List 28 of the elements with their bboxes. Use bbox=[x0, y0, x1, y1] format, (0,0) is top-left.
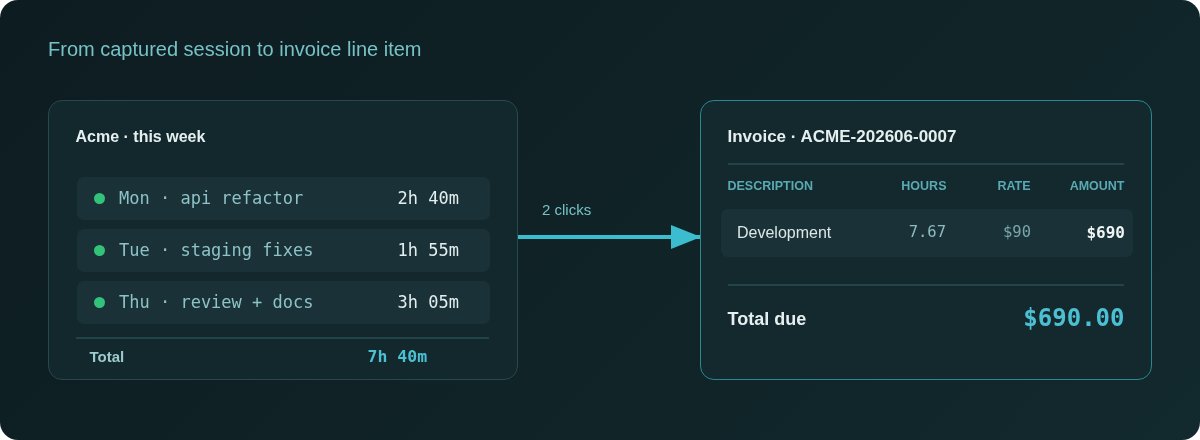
column-header: RATE bbox=[997, 178, 1031, 195]
arrow bbox=[518, 225, 701, 249]
time-entry-row bbox=[77, 229, 490, 272]
time-log-card bbox=[48, 100, 518, 380]
duration: 2h 40m bbox=[397, 188, 459, 210]
amount-value: $690 bbox=[1086, 223, 1125, 243]
time-entry-row bbox=[77, 281, 490, 324]
invoice-card bbox=[700, 100, 1152, 380]
entry-label: Mon · api refactor bbox=[119, 188, 304, 210]
edge-label: 2 clicks bbox=[542, 201, 592, 220]
column-header: AMOUNT bbox=[1069, 178, 1125, 195]
total-label: Total due bbox=[727, 307, 807, 330]
duration: 3h 05m bbox=[397, 292, 459, 314]
column-header: DESCRIPTION bbox=[727, 178, 813, 195]
hours-value: 7.67 bbox=[908, 223, 946, 243]
column-header: HOURS bbox=[901, 178, 947, 195]
rate-value: $90 bbox=[1003, 223, 1031, 243]
time-entry-row bbox=[77, 177, 490, 220]
entry-label: Thu · review + docs bbox=[119, 292, 314, 314]
diagram-title: From captured session to invoice line item bbox=[48, 37, 422, 62]
total-hours: 7h 40m bbox=[367, 346, 428, 368]
card-heading: Invoice · ACME-202606-0007 bbox=[727, 125, 957, 147]
duration: 1h 55m bbox=[397, 240, 459, 262]
total-amount: $690.00 bbox=[1023, 302, 1125, 333]
line-description: Development bbox=[737, 223, 832, 243]
total-label: Total bbox=[89, 347, 125, 367]
card-heading: Acme · this week bbox=[75, 126, 206, 147]
entry-label: Tue · staging fixes bbox=[119, 240, 314, 262]
